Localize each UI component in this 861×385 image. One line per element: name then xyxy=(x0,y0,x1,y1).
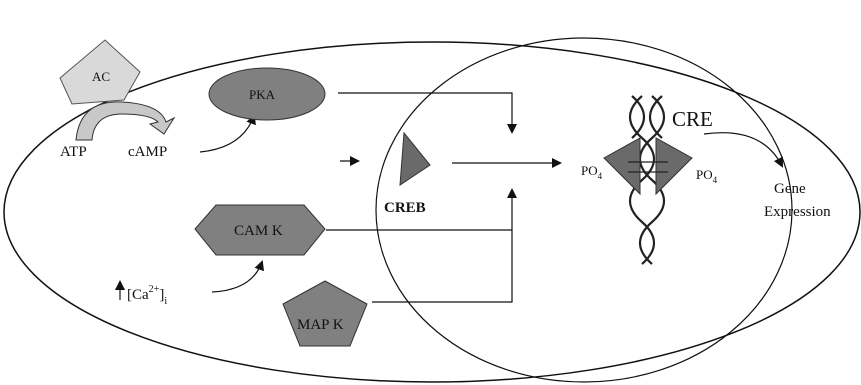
camk-label: CAM K xyxy=(234,223,283,239)
atp-camp-curve-arrow xyxy=(75,101,176,141)
mapk-to-nucleus-line xyxy=(372,188,517,303)
cre-left-triangle xyxy=(603,137,641,196)
cre-label: CRE xyxy=(672,107,713,131)
pka-to-nucleus-line xyxy=(338,92,517,134)
ca-label: [Ca2+]i xyxy=(127,284,167,307)
pka-ellipse xyxy=(208,67,326,121)
gene-expression-label: Gene xyxy=(774,181,806,197)
creb-triangle xyxy=(399,131,431,186)
nucleus xyxy=(375,37,793,383)
cre-right-triangle xyxy=(655,137,693,196)
ac-pentagon xyxy=(59,39,141,105)
camk-hexagon xyxy=(194,204,326,256)
cell-membrane xyxy=(3,41,861,383)
ca-to-camk-arrow xyxy=(211,260,265,293)
gene-expression-label-2: Expression xyxy=(764,204,831,220)
camp-to-pka-arrow xyxy=(199,114,256,153)
creb-label: CREB xyxy=(384,200,426,216)
dna-helix xyxy=(628,95,666,265)
mapk-label: MAP K xyxy=(297,317,344,333)
pka-label: PKA xyxy=(249,87,276,102)
camp-label: cAMP xyxy=(128,144,167,160)
ac-label: AC xyxy=(92,69,110,84)
atp-label: ATP xyxy=(60,144,87,160)
mapk-pentagon xyxy=(282,280,368,347)
po4-right-label: PO4 xyxy=(696,167,718,185)
cre-to-gene-arrow xyxy=(703,132,783,168)
po4-left-label: PO4 xyxy=(581,163,603,181)
